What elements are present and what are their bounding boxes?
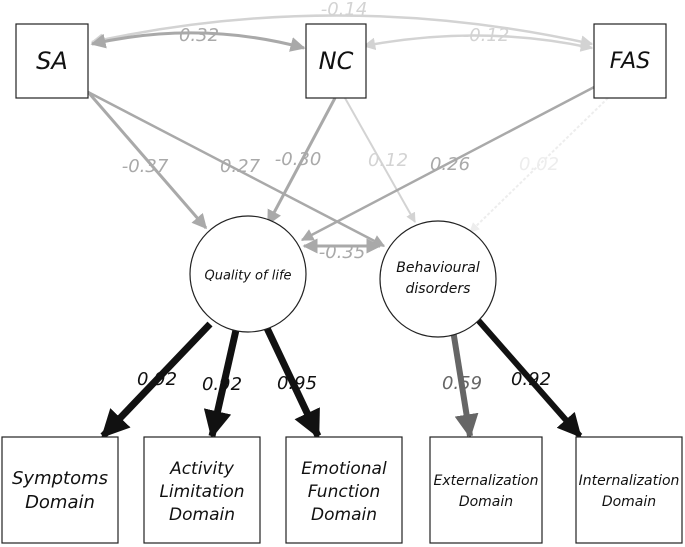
- node-symptoms: Symptoms Domain: [1, 436, 119, 544]
- label-qol-bd: -0.35: [319, 242, 366, 263]
- edge-fas-qol: [300, 82, 601, 242]
- node-symptoms-line2: Domain: [25, 492, 95, 513]
- node-emotional-line2: Function: [308, 482, 381, 502]
- label-sa-fas: -0.14: [321, 0, 368, 20]
- label-fas-bd: 0.02: [519, 154, 559, 175]
- label-sa-qol: -0.37: [122, 156, 169, 177]
- label-nc-bd: 0.12: [368, 150, 408, 171]
- label-bd-internalization: 0.92: [511, 369, 551, 390]
- node-bd-line1: Behavioural: [396, 260, 480, 276]
- edge-nc-bd: [344, 97, 416, 223]
- node-emotional-line3: Domain: [311, 505, 377, 525]
- label-nc-qol: -0.30: [275, 149, 322, 170]
- node-internalization-line1: Internalization: [579, 473, 680, 489]
- edge-bd-externalization: [450, 329, 479, 439]
- node-activity-line2: Limitation: [159, 482, 244, 502]
- edge-qol-activity: [203, 329, 240, 439]
- node-externalization-line2: Domain: [459, 494, 513, 510]
- edge-sa-qol: [86, 91, 208, 230]
- node-nc: NC: [305, 23, 367, 99]
- node-nc-label: NC: [319, 47, 354, 75]
- node-bd-line2: disorders: [406, 281, 471, 297]
- edge-qol-symptoms: [100, 321, 213, 439]
- edge-bd-internalization: [475, 318, 583, 438]
- edge-sa-bd: [87, 90, 386, 248]
- node-activity: Activity Limitation Domain: [143, 436, 261, 544]
- node-bd: Behavioural disorders: [379, 220, 497, 338]
- label-sa-nc: 0.32: [179, 25, 219, 46]
- node-symptoms-line1: Symptoms: [12, 468, 108, 489]
- node-sa-label: SA: [36, 47, 68, 75]
- edge-sa-fas: [90, 14, 594, 48]
- node-internalization: Internalization Domain: [575, 436, 683, 544]
- label-sa-bd: 0.27: [220, 156, 261, 177]
- node-fas-label: FAS: [610, 49, 650, 74]
- label-qol-activity: 0.92: [202, 374, 242, 395]
- node-emotional-line1: Emotional: [301, 459, 387, 479]
- node-externalization: Externalization Domain: [429, 436, 543, 544]
- node-sa: SA: [15, 23, 89, 99]
- label-fas-qol: 0.26: [430, 154, 470, 175]
- label-bd-externalization: 0.59: [442, 373, 482, 394]
- label-qol-symptoms: 0.92: [137, 369, 177, 390]
- node-qol: Quality of life: [189, 215, 307, 333]
- node-emotional: Emotional Function Domain: [285, 436, 403, 544]
- node-activity-line3: Domain: [169, 505, 235, 525]
- edge-nc-qol: [266, 97, 337, 226]
- edge-fas-bd: [469, 97, 609, 233]
- node-qol-label: Quality of life: [204, 269, 291, 284]
- node-internalization-line2: Domain: [602, 494, 656, 510]
- label-nc-fas: -0.12: [463, 25, 510, 46]
- node-fas: FAS: [593, 23, 667, 99]
- label-qol-emotional: 0.95: [277, 373, 317, 394]
- edge-qol-emotional: [262, 324, 322, 439]
- edge-sa-nc: [90, 31, 306, 52]
- node-externalization-line1: Externalization: [434, 473, 539, 489]
- node-activity-line1: Activity: [169, 459, 235, 479]
- edge-nc-fas: [362, 34, 594, 52]
